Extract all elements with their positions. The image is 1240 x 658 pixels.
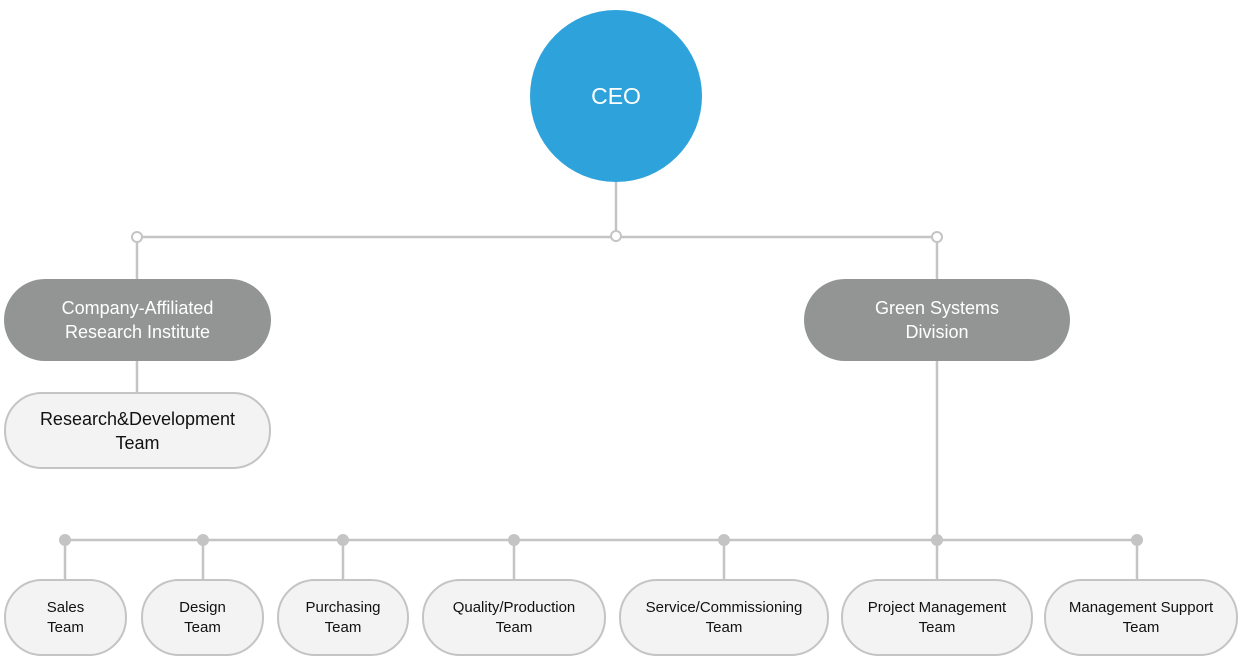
team-label: Purchasing Team	[305, 598, 381, 636]
ceo-label: CEO	[591, 82, 641, 109]
junction-dot	[718, 534, 730, 546]
junction-dot	[508, 534, 520, 546]
team-label: Research&Development Team	[39, 408, 236, 453]
team-purchasing: Purchasing Team	[277, 579, 409, 656]
junction-node	[931, 231, 943, 243]
team-label: Design Team	[179, 598, 226, 636]
junction-node	[131, 231, 143, 243]
junction-node	[610, 230, 622, 242]
junction-dot	[197, 534, 209, 546]
team-management-support: Management Support Team	[1044, 579, 1238, 656]
team-project-management: Project Management Team	[841, 579, 1033, 656]
team-label: Project Management Team	[867, 598, 1007, 636]
team-design: Design Team	[141, 579, 264, 656]
junction-dot	[1131, 534, 1143, 546]
team-label: Quality/Production Team	[452, 598, 576, 636]
junction-dot	[59, 534, 71, 546]
team-quality-production: Quality/Production Team	[422, 579, 606, 656]
division-label: Company-Affiliated Research Institute	[61, 298, 214, 342]
division-research-institute: Company-Affiliated Research Institute	[4, 279, 271, 361]
team-label: Sales Team	[46, 598, 85, 636]
ceo-node: CEO	[530, 10, 702, 182]
division-label: Green Systems Division	[874, 298, 1000, 342]
team-sales: Sales Team	[4, 579, 127, 656]
junction-dot	[337, 534, 349, 546]
junction-dot	[931, 534, 943, 546]
team-label: Management Support Team	[1068, 598, 1214, 636]
team-service-commissioning: Service/Commissioning Team	[619, 579, 829, 656]
team-label: Service/Commissioning Team	[645, 598, 803, 636]
team-research-development: Research&Development Team	[4, 392, 271, 469]
division-green-systems: Green Systems Division	[804, 279, 1070, 361]
